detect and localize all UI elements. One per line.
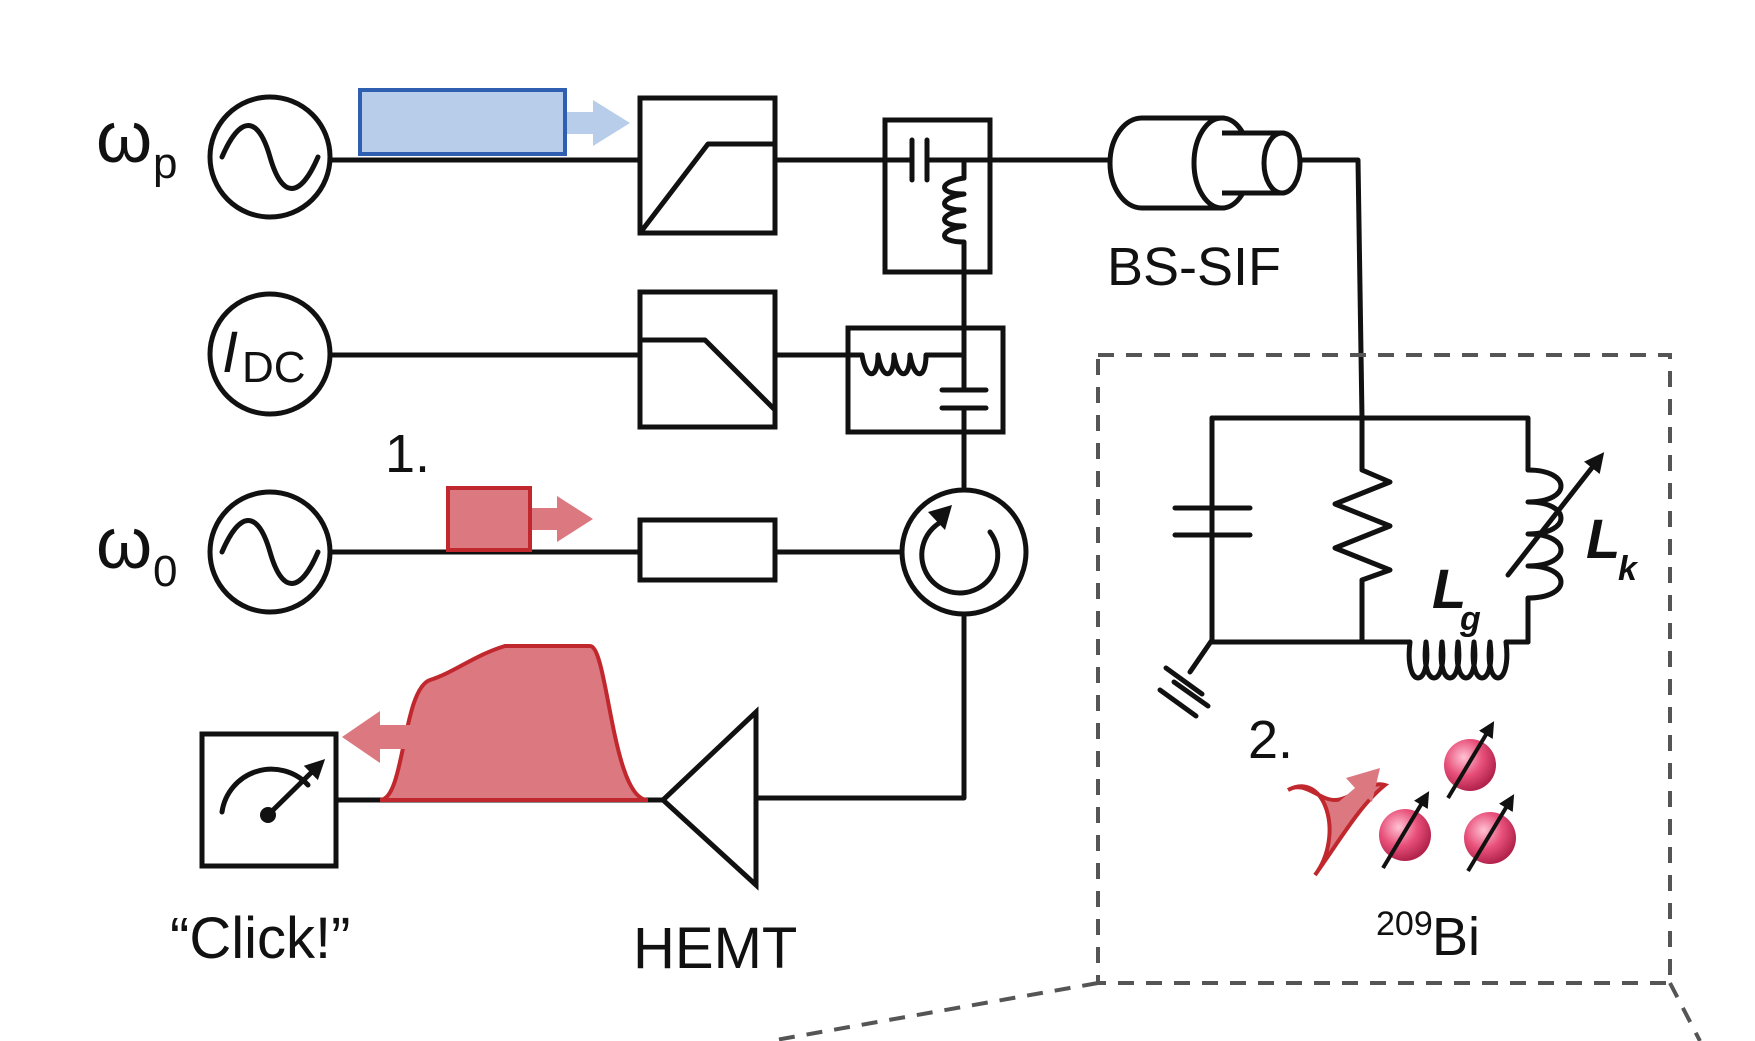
lk-label: L k: [1586, 507, 1639, 588]
detector: [199, 731, 339, 869]
svg-text:0: 0: [153, 547, 177, 596]
bs-sif-label: BS-SIF: [1107, 237, 1281, 297]
hemt-amplifier: [659, 706, 759, 891]
svg-text:ω: ω: [96, 504, 152, 584]
circulator-arrow-icon: [919, 517, 1001, 596]
bias-tee-upper: [882, 117, 993, 275]
spin-ensemble: [1379, 721, 1516, 873]
svg-text:ω: ω: [96, 98, 152, 178]
lg-label: L g: [1432, 557, 1481, 638]
hemt-label: HEMT: [633, 916, 797, 981]
svg-text:DC: DC: [242, 343, 306, 392]
pump-pulse: [358, 88, 630, 156]
svg-text:Bi: Bi: [1432, 907, 1480, 967]
resistor: [1332, 415, 1393, 645]
spin-2: [1379, 791, 1431, 870]
step-one-label: 1.: [385, 424, 430, 484]
bs-sif-filter: [1107, 115, 1303, 211]
bias-tee-lower: [845, 325, 1006, 435]
spin-1: [1444, 721, 1496, 800]
output-pulse: [342, 644, 649, 802]
pump-label: ω p: [96, 98, 177, 188]
gauge-icon: [219, 766, 311, 815]
ground-icon: [1157, 637, 1215, 719]
circulator: [899, 487, 1029, 617]
detector-label: “Click!”: [170, 906, 350, 971]
probe-label: ω 0: [96, 504, 177, 596]
probe-source: [207, 489, 333, 615]
isotope-label: 209 Bi: [1376, 905, 1480, 967]
low-pass-filter: [637, 289, 778, 430]
pump-source: [207, 94, 333, 220]
probe-arrow-icon: [532, 496, 593, 542]
sine-icon: [219, 123, 321, 191]
photon-wavepacket: [1286, 768, 1390, 877]
dc-source: I DC: [207, 291, 333, 417]
geometric-inductor: [1395, 639, 1531, 681]
sine-icon: [219, 518, 321, 586]
svg-text:L: L: [1586, 507, 1620, 570]
zoom-box: [769, 353, 1702, 1041]
output-arrow-icon: [342, 711, 410, 763]
resonator-circuit: [1157, 415, 1605, 719]
step-two-label: 2.: [1248, 710, 1293, 770]
photon-arrow-icon: [1335, 768, 1380, 812]
kinetic-inductor: [1525, 467, 1564, 645]
svg-text:209: 209: [1376, 905, 1433, 943]
pump-arrow-icon: [567, 100, 630, 146]
probe-pulse: [446, 486, 593, 552]
attenuator: [637, 517, 778, 583]
spin-3: [1464, 794, 1516, 873]
svg-text:L: L: [1432, 557, 1466, 620]
svg-text:g: g: [1459, 600, 1481, 638]
svg-text:k: k: [1618, 550, 1639, 588]
capacitor: [1172, 415, 1253, 643]
high-pass-filter: [637, 95, 778, 236]
svg-text:I: I: [222, 320, 238, 385]
svg-text:p: p: [153, 139, 177, 188]
